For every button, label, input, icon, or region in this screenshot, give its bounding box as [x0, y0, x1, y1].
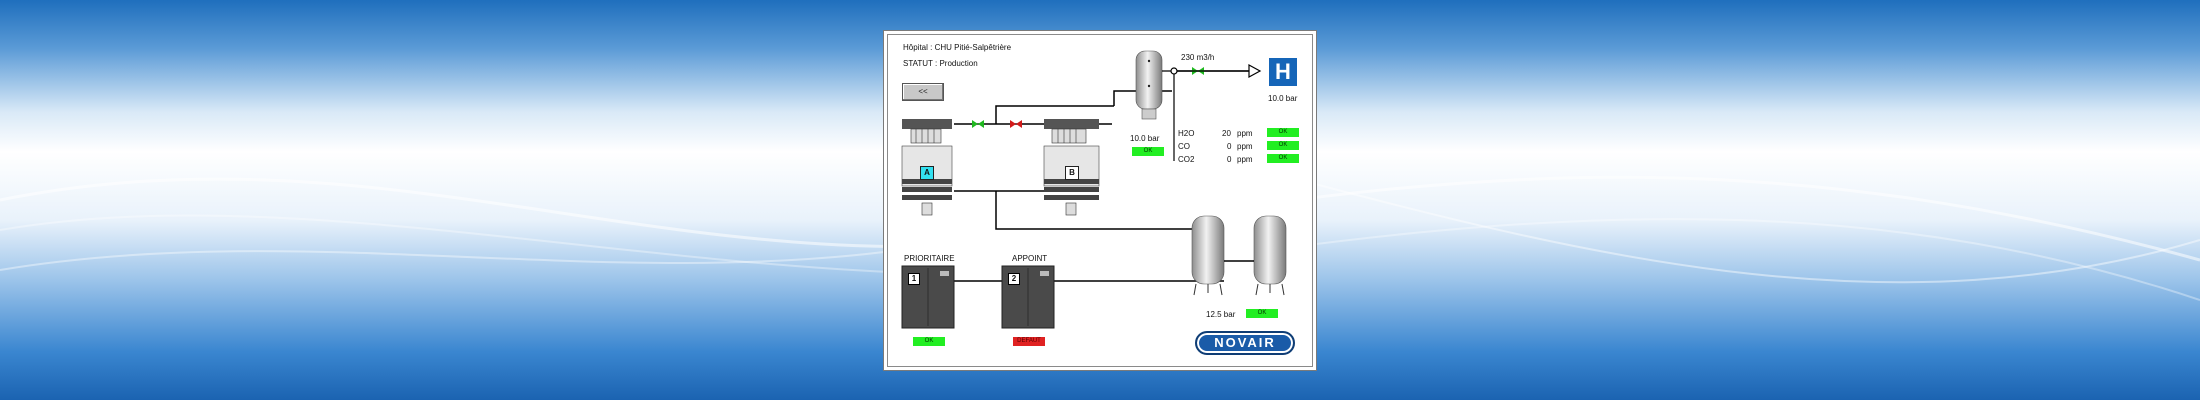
dryer-b-label: B	[1065, 166, 1079, 180]
gas-unit-h2o: ppm	[1237, 129, 1253, 138]
gas-name-h2o: H2O	[1178, 129, 1195, 138]
compressor-2-status-badge: DEFAUT	[1013, 337, 1045, 346]
gas-unit-co2: ppm	[1237, 155, 1253, 164]
dryer-a-label: A	[920, 166, 934, 180]
gas-unit-co: ppm	[1237, 142, 1253, 151]
gas-value-co2: 0	[1227, 155, 1232, 164]
gas-status-h2o: OK	[1267, 128, 1299, 137]
outlet-flow: 230 m3/h	[1181, 53, 1215, 62]
compressor-2-number: 2	[1008, 273, 1020, 285]
hospital-label: Hôpital : CHU Pitié-Salpêtrière	[903, 43, 1012, 52]
gas-value-h2o: 20	[1222, 129, 1231, 138]
reservoir-1	[1191, 215, 1225, 296]
synoptic-frame	[887, 34, 1313, 367]
gas-name-co2: CO2	[1178, 155, 1195, 164]
buffer-status-badge: OK	[1132, 147, 1164, 156]
piping-diagram	[901, 50, 1287, 329]
outlet-arrow	[1248, 63, 1262, 79]
hospital-h-icon: H	[1269, 58, 1297, 86]
outlet-pressure: 10.0 bar	[1268, 94, 1298, 103]
compressor-1-label: PRIORITAIRE	[904, 254, 955, 263]
compressor-1-number: 1	[908, 273, 920, 285]
gas-status-co2: OK	[1267, 154, 1299, 163]
valve-red	[1010, 120, 1022, 128]
reservoir-2	[1253, 215, 1287, 296]
buffer-pressure: 10.0 bar	[1130, 134, 1160, 143]
compressor-2-label: APPOINT	[1012, 254, 1048, 263]
gas-status-co: OK	[1267, 141, 1299, 150]
status-label: STATUT : Production	[903, 59, 978, 68]
back-button[interactable]: <<	[902, 83, 944, 101]
novair-logo: NOVAIR	[1195, 331, 1295, 355]
reservoir-pressure: 12.5 bar	[1206, 310, 1236, 319]
valve-green-1	[972, 120, 984, 128]
synoptic-panel: Hôpital : CHU Pitié-Salpêtrière STATUT :…	[883, 30, 1317, 371]
outlet-pipe	[1162, 67, 1254, 161]
gas-name-co: CO	[1178, 142, 1190, 151]
buffer-tank	[1135, 50, 1163, 120]
compressor-1-status-badge: OK	[913, 337, 945, 346]
reservoir-status-badge: OK	[1246, 309, 1278, 318]
gas-value-co: 0	[1227, 142, 1232, 151]
